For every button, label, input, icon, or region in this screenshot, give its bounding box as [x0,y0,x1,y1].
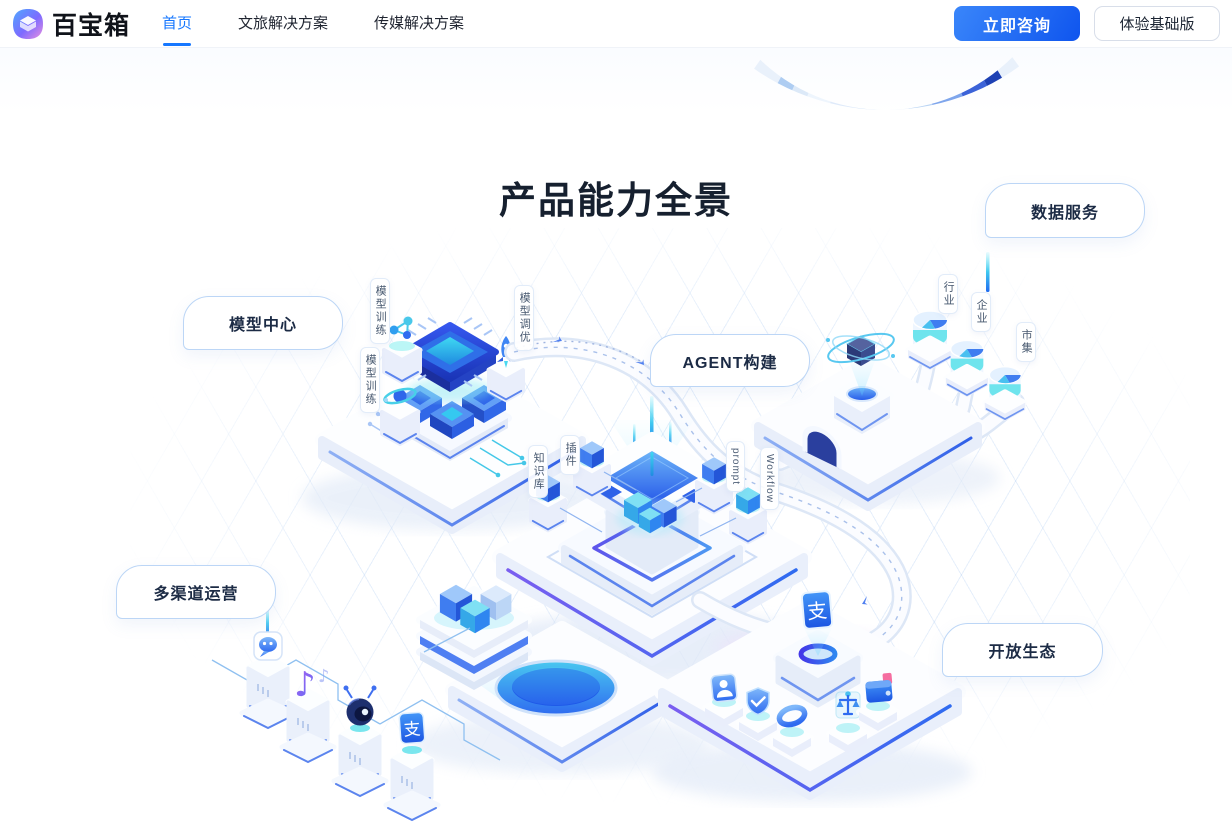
tag-workflow: Workflow [760,447,779,510]
main-nav: 首页 文旅解决方案 传媒解决方案 [162,0,464,48]
svg-text:支: 支 [806,599,828,624]
orbit-cube-hologram [826,332,895,434]
shield-check-icon [736,687,780,741]
top-navigation-bar: 百宝箱 首页 文旅解决方案 传媒解决方案 立即咨询 体验基础版 [0,0,1232,48]
molecule-icon-pedestal [384,316,420,383]
orbit-sphere-icon-pedestal [382,387,418,444]
identity-card-icon [702,673,746,727]
tag-model-training-left: 模型训练 [360,347,381,413]
tag-plugin: 插件 [560,435,581,475]
nav-item-travel-solutions[interactable]: 文旅解决方案 [238,14,329,32]
logo-text: 百宝箱 [52,11,131,40]
ecosystem-icons [702,672,900,757]
bubble-agent-build[interactable]: AGENT构建 [650,334,810,387]
scale-icon [826,691,870,753]
multi-channel-pedestals: ♪ ♪ [211,608,501,820]
page-title: 产品能力全景 [499,180,733,221]
header-actions: 立即咨询 体验基础版 [954,6,1232,41]
tag-model-tuning: 模型调优 [514,285,535,351]
alipay-hologram-pedestal: 支 [773,590,863,708]
chat-bubble-icon [253,631,283,661]
decorative-arc [730,48,1042,110]
tag-model-training-top: 模型训练 [370,278,391,344]
logo[interactable]: 百宝箱 [0,6,130,42]
hero-band [0,48,1232,120]
model-center-cluster [315,316,589,534]
tag-prompt: prompt [726,441,745,493]
layer-stack [416,584,532,690]
consult-now-button[interactable]: 立即咨询 [954,6,1080,41]
bubble-data-services[interactable]: 数据服务 [985,183,1145,238]
robot-mascot-icon [343,685,377,726]
robot-channel-pedestal [334,685,386,797]
tag-industry: 行业 [938,274,959,314]
video-channel-pedestal: ♪ ♪ [282,665,334,762]
nav-item-media-solutions[interactable]: 传媒解决方案 [374,14,465,32]
alipay-channel-pedestal: 支 [386,711,438,820]
tag-knowledge-base: 知识库 [528,445,549,498]
nav-item-home[interactable]: 首页 [162,0,192,48]
alipay-icon: 支 [398,711,426,745]
gateway-arch [802,426,842,470]
alipay-card-icon: 支 [800,590,834,630]
chat-channel-pedestal [242,608,294,728]
bubble-model-center[interactable]: 模型中心 [183,296,343,350]
svg-text:支: 支 [403,719,421,739]
try-basic-button[interactable]: 体验基础版 [1094,6,1220,41]
bubble-open-ecosystem[interactable]: 开放生态 [942,623,1103,677]
multi-channel-platform [416,584,679,772]
data-services-cluster [751,252,1025,511]
data-bubble-beam [986,252,990,292]
agent-tower [531,396,765,615]
treasure-box-logo-icon [13,8,43,39]
wallet-icon [856,672,900,731]
bubble-multi-channel[interactable]: 多渠道运营 [116,565,276,619]
open-ecosystem-cluster: 支 [654,590,966,800]
main-chip-icon [401,317,499,402]
tag-enterprise: 企业 [971,292,992,332]
tag-market: 市集 [1016,322,1037,362]
music-note-icon: ♪ [294,665,316,705]
music-note-icon-echo: ♪ [318,666,330,687]
ring-icon [770,704,814,757]
